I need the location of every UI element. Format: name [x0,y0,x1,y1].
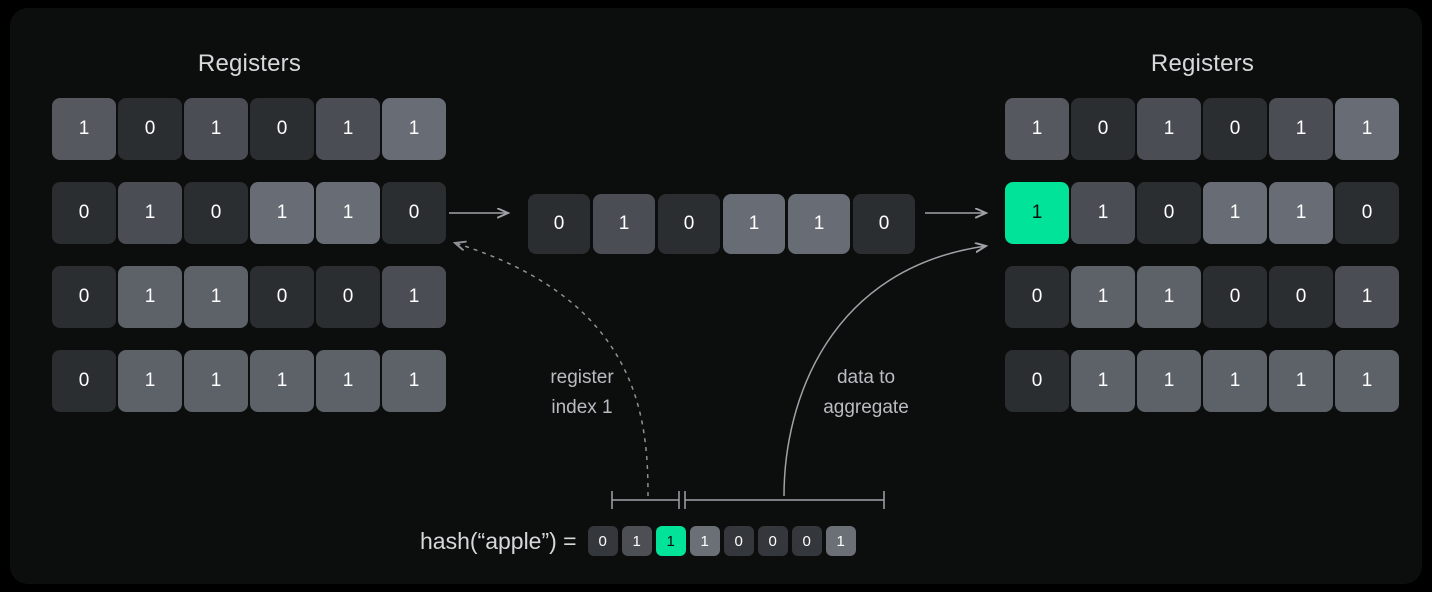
data-to-aggregate-label: data to aggregate [798,363,934,423]
register-cell: 1 [184,266,248,328]
register-cell: 0 [250,98,314,160]
register-cell: 0 [250,266,314,328]
register-index-label-line1: register [550,367,614,388]
register-cell: 1 [382,350,446,412]
register-cell: 1 [1005,98,1069,160]
register-cell: 1 [250,350,314,412]
register-cell: 1 [1005,182,1069,244]
register-cell: 0 [1269,266,1333,328]
register-cell: 0 [316,266,380,328]
register-cell: 0 [1071,98,1135,160]
hash-bit: 1 [689,526,720,556]
register-cell: 1 [382,266,446,328]
extracted-register-cell: 1 [788,194,850,254]
register-cell: 0 [118,98,182,160]
register-cell: 1 [1071,350,1135,412]
register-cell: 1 [1203,182,1267,244]
register-cell: 0 [1203,266,1267,328]
register-cell: 1 [316,182,380,244]
register-cell: 1 [1137,98,1201,160]
hash-bit: 0 [757,526,788,556]
register-cell: 1 [184,350,248,412]
hash-bit: 1 [825,526,856,556]
register-cell: 0 [382,182,446,244]
hash-label: hash(“apple”) = [420,527,577,554]
register-cell: 0 [52,182,116,244]
register-cell: 0 [1005,350,1069,412]
register-cell: 0 [52,350,116,412]
extracted-register-cell: 1 [593,194,655,254]
extracted-register-cell: 0 [528,194,590,254]
hash-bit: 0 [791,526,822,556]
register-cell: 0 [1137,182,1201,244]
data-to-aggregate-label-line1: data to [836,367,896,388]
hash-bit: 1 [655,526,686,556]
hash-bit: 0 [587,526,618,556]
data-to-aggregate-label-line2: aggregate [823,397,909,418]
register-cell: 1 [1203,350,1267,412]
register-cell: 0 [52,266,116,328]
register-cell: 1 [316,350,380,412]
register-cell: 1 [52,98,116,160]
register-cell: 0 [1335,182,1399,244]
register-cell: 1 [1137,266,1201,328]
register-index-label: register index 1 [507,363,657,423]
register-cell: 1 [118,182,182,244]
extracted-register-cell: 0 [853,194,915,254]
extracted-register-cell: 0 [658,194,720,254]
register-cell: 1 [1269,350,1333,412]
register-cell: 0 [1203,98,1267,160]
register-cell: 1 [316,98,380,160]
right-registers-title: Registers [1150,50,1255,77]
left-registers-title: Registers [197,50,302,77]
register-cell: 1 [382,98,446,160]
register-cell: 1 [1137,350,1201,412]
hash-bit: 0 [723,526,754,556]
register-cell: 1 [1335,350,1399,412]
register-cell: 1 [1335,98,1399,160]
register-cell: 0 [184,182,248,244]
register-cell: 1 [250,182,314,244]
hash-bit: 1 [621,526,652,556]
register-cell: 1 [1071,266,1135,328]
register-cell: 1 [118,350,182,412]
register-index-label-line2: index 1 [551,397,613,418]
extracted-register-cell: 1 [723,194,785,254]
register-cell: 1 [1269,182,1333,244]
register-cell: 0 [1005,266,1069,328]
register-cell: 1 [184,98,248,160]
register-cell: 1 [118,266,182,328]
register-cell: 1 [1335,266,1399,328]
register-cell: 1 [1071,182,1135,244]
register-cell: 1 [1269,98,1333,160]
